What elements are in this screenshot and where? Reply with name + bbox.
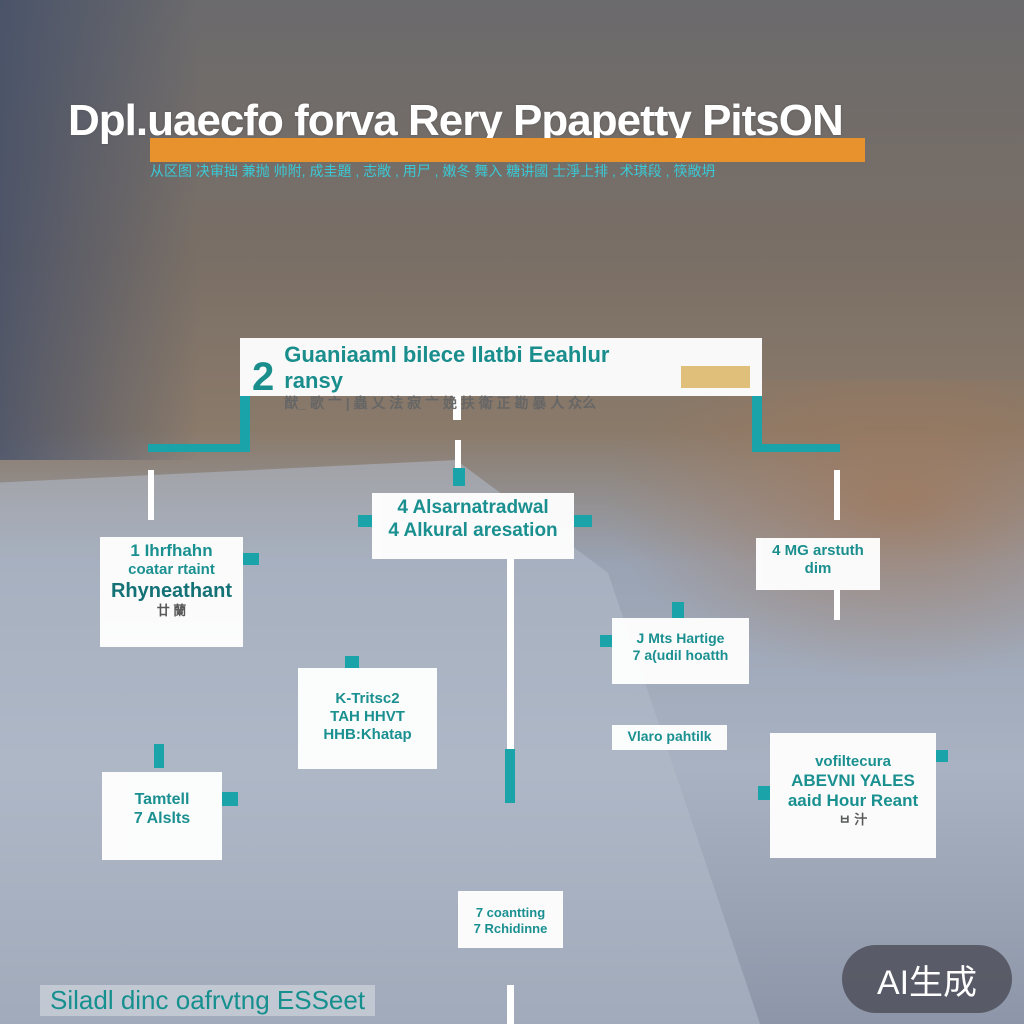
- node-line: 7 coantting: [475, 905, 546, 920]
- connector-node: [358, 515, 372, 527]
- footer-text: Siladl dinc oafrvtng ESSeet: [40, 985, 376, 1016]
- subtitle: 从区图 决审拙 兼抛 帅附, 成圭題 , 志敞 , 用尸 , 嫩冬 舞入 糖讲國…: [150, 163, 716, 179]
- connector-node: [345, 656, 359, 668]
- diagram-node-right-top: 4 MG arstuth dim: [756, 538, 880, 590]
- page-title: Dpl.uaecfo forva Rery Ppapetty PitsON: [68, 96, 844, 145]
- diagram-node-center: 4 Alsarnatradwal 4 Alkural aresation: [372, 493, 574, 559]
- connector: [240, 396, 250, 452]
- diagram-node-mid-left: K-Tritsc2 TAH HHVT HHB:Khatap: [298, 668, 437, 769]
- ai-generated-badge: AI生成: [842, 945, 1012, 1013]
- diagram-node-top: 2 Guaniaaml bilece Ilatbi Eeahlur ransy …: [240, 338, 762, 411]
- connector-node: [672, 602, 684, 618]
- diagram-node-mid-right: J Mts Hartige 7 a(udil hoatth: [612, 618, 749, 684]
- connector: [507, 985, 514, 1024]
- node-line: ㅂ 汁: [838, 811, 868, 827]
- node-line: ABEVNI YALES: [791, 771, 915, 790]
- connector: [752, 444, 840, 452]
- connector-node: [936, 750, 948, 762]
- node-line: HHB:Khatap: [323, 726, 412, 743]
- node-line: aaid Hour Reant: [787, 791, 919, 811]
- node-line: TAH HHVT: [330, 708, 405, 725]
- connector: [453, 396, 461, 420]
- node-subtitle: 猷_ 歌 亠 | 蟲 乂 法 寂 亠 娩 扶 衛 正 勘 暴 人 众么: [284, 394, 597, 411]
- connector-node: [243, 553, 259, 565]
- node-number: 2: [252, 354, 275, 399]
- connector: [148, 470, 154, 520]
- diagram-label: Vlaro pahtilk: [612, 725, 727, 750]
- connector-node: [574, 515, 592, 527]
- gavel-icon: [680, 365, 750, 388]
- node-line: K-Tritsc2: [335, 690, 400, 707]
- diagram-node-lower-right: vofiltecura ABEVNI YALES aaid Hour Reant…: [770, 733, 936, 858]
- connector-node: [758, 786, 770, 800]
- connector: [507, 559, 514, 749]
- connector-node: [600, 635, 612, 647]
- node-line: 7 Rchidinne: [473, 920, 548, 936]
- connector: [455, 440, 461, 470]
- node-line: Rhyneathant: [110, 580, 233, 603]
- background-scale-left: [0, 0, 200, 460]
- node-line: 7 a(udil hoatth: [632, 646, 729, 663]
- node-line: dim: [804, 560, 832, 577]
- connector: [834, 590, 840, 620]
- node-line: 7 Alslts: [133, 810, 191, 828]
- connector: [834, 470, 840, 520]
- connector: [148, 444, 248, 452]
- node-line: 4 Alkural aresation: [388, 519, 558, 541]
- connector-node: [453, 468, 465, 486]
- node-title: Guaniaaml bilece Ilatbi Eeahlur ransy: [284, 342, 610, 394]
- node-line: 4 Alsarnatradwal: [397, 497, 549, 518]
- diagram-node-left: 1 Ihrfhahn coatar rtaint Rhyneathant 廿 蘭: [100, 537, 243, 647]
- node-line: coatar rtaint: [128, 561, 215, 579]
- node-line: 1 Ihrfhahn: [130, 541, 213, 560]
- connector: [154, 744, 164, 768]
- node-line: vofiltecura: [815, 753, 891, 770]
- node-line: 4 MG arstuth: [772, 542, 864, 559]
- diagram-node-lower-left: Tamtell 7 Alslts: [102, 772, 222, 860]
- node-line: Tamtell: [134, 791, 190, 808]
- node-line: J Mts Hartige: [636, 630, 725, 646]
- connector: [752, 396, 762, 452]
- diagram-node-bottom: 7 coantting 7 Rchidinne: [458, 891, 563, 948]
- connector: [505, 749, 515, 803]
- title-underline-bar: [150, 138, 865, 162]
- node-line: 廿 蘭: [156, 603, 187, 619]
- connector-node: [222, 792, 238, 806]
